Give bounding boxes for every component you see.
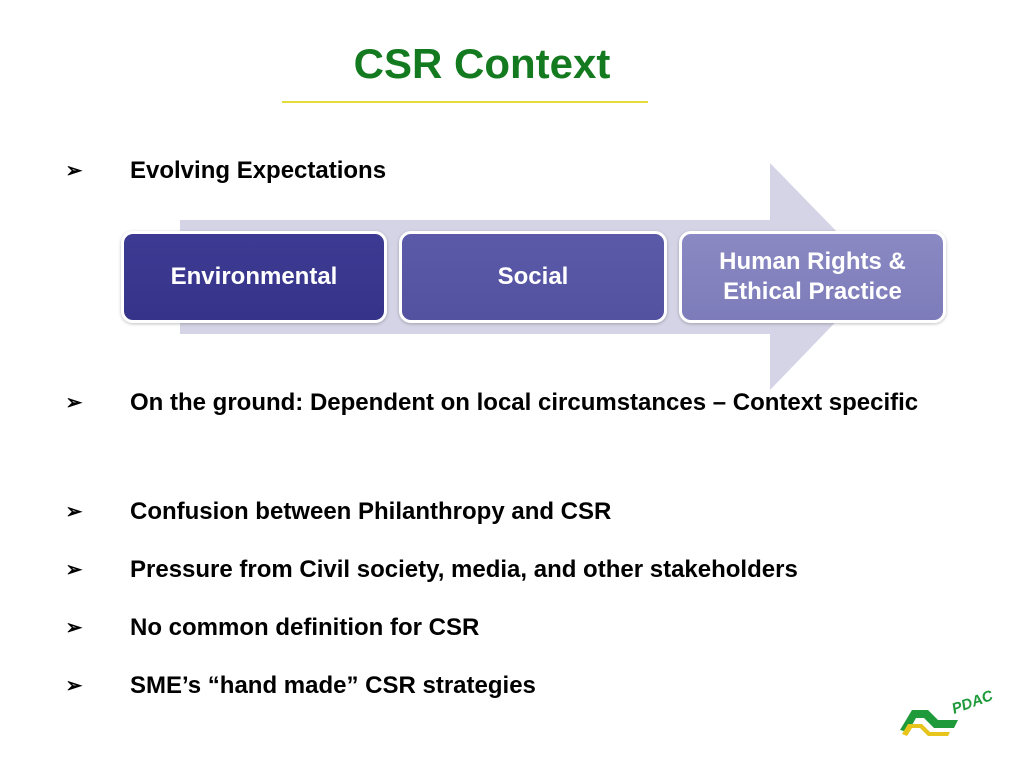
bullet-text: No common definition for CSR <box>130 614 480 641</box>
slide-title: CSR Context <box>353 40 611 87</box>
bullet-text: Confusion between Philanthropy and CSR <box>130 498 612 525</box>
arrow-bullet-icon: ➢ <box>65 617 83 639</box>
diagram-box-environmental: Environmental <box>121 231 387 323</box>
logo-green-wave <box>900 710 958 732</box>
arrow-bullet-icon: ➢ <box>65 501 83 523</box>
diagram-box-social: Social <box>399 231 667 323</box>
arrow-bullet-icon: ➢ <box>65 559 83 581</box>
title-underline <box>282 101 648 103</box>
diagram-box-label: Social <box>497 263 569 290</box>
diagram-box-label: Environmental <box>170 263 338 290</box>
bullet-text: Pressure from Civil society, media, and … <box>130 556 798 583</box>
diagram-box-human-rights: Human Rights & Ethical Practice <box>679 231 946 323</box>
bullet-text: On the ground: Dependent on local circum… <box>130 389 919 416</box>
arrow-bullet-icon: ➢ <box>65 392 83 414</box>
bullet-text: SME’s “hand made” CSR strategies <box>130 672 536 699</box>
arrow-bullet-icon: ➢ <box>65 160 83 182</box>
pdac-logo: PDAC <box>900 688 997 736</box>
logo-text: PDAC <box>950 688 997 718</box>
logo-yellow-wave <box>902 724 950 736</box>
diagram-box-label: Human Rights & Ethical Practice <box>719 248 906 305</box>
arrow-bullet-icon: ➢ <box>65 675 83 697</box>
bullet-text: Evolving Expectations <box>130 157 387 184</box>
